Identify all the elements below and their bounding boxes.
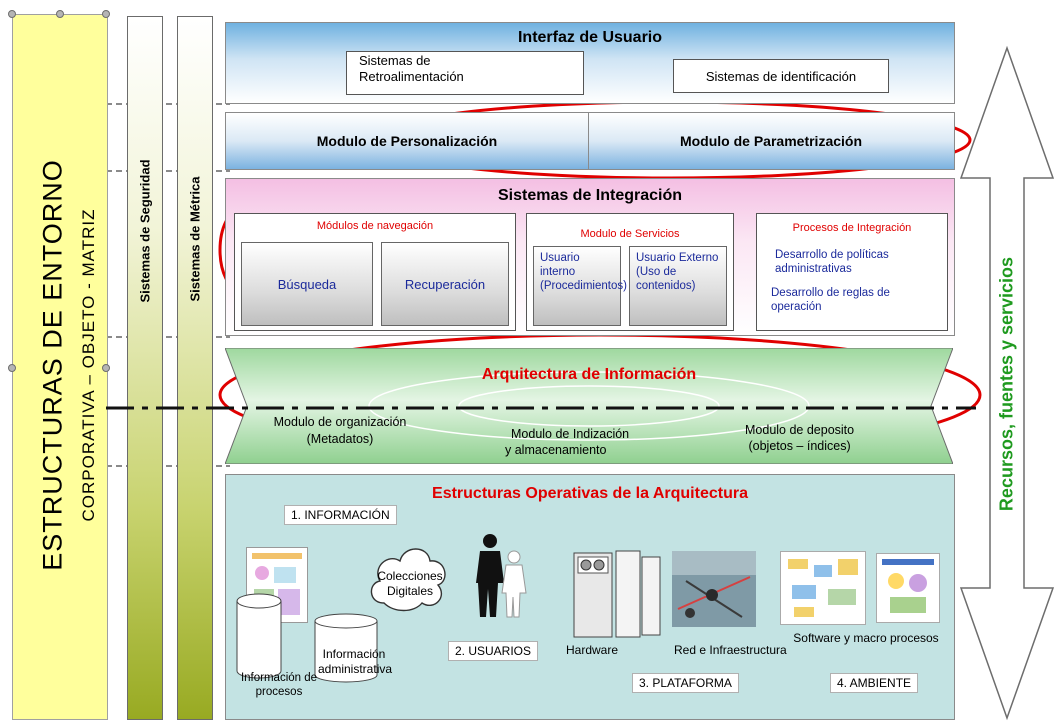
resize-handle-top-middle[interactable] [56,10,64,18]
indizacion-line1: Modulo de Indización [511,427,630,441]
navegacion-box: Módulos de navegación Búsqueda Recuperac… [234,213,516,331]
usuario-externo-module: Usuario Externo (Uso de contenidos) [629,246,727,326]
identificacion-label: Sistemas de identificación [705,68,857,84]
arquitectura-panel [225,348,953,464]
deposito-module: Modulo de deposito (objetos – índices) [745,422,854,454]
indizacion-line2: y almacenamiento [505,443,607,457]
cloud-icon [370,548,446,612]
resize-handle-middle-right[interactable] [102,364,110,372]
navegacion-title: Módulos de navegación [316,220,434,232]
procesos-title: Procesos de Integración [792,222,912,234]
seguridad-label: Sistemas de Seguridad [137,159,153,303]
interfaz-panel: Interfaz de Usuario Sistemas de Retroali… [225,22,955,104]
parametrizacion-module: Modulo de Parametrización [588,113,954,169]
recuperacion-module: Recuperación [381,242,509,326]
politicas-label: Desarrollo de políticas administrativas [775,249,889,275]
colecciones-label: Colecciones Digitales [377,569,443,598]
identificacion-box: Sistemas de identificación [673,59,889,93]
network-infrastructure-icon [672,551,756,627]
database-cylinder-icon [314,613,378,683]
resize-handle-middle-left[interactable] [8,364,16,372]
retroalimentacion-line2: Retroalimentación [359,69,464,84]
integracion-panel: Sistemas de Integración Módulos de naveg… [225,178,955,336]
servicios-title: Modulo de Servicios [580,228,680,240]
software-label: Software y macro procesos [793,631,939,645]
usuario-externo-label: Usuario Externo (Uso de contenidos) [636,252,719,292]
entorno-subtitle: CORPORATIVA – OBJETO - MATRIZ [79,208,98,522]
usuario-interno-module: Usuario interno (Procedimientos) [533,246,627,326]
double-arrow-icon [959,45,1055,721]
entorno-title: ESTRUCTURAS DE ENTORNO [37,159,68,571]
usuario-interno-label: Usuario interno (Procedimientos) [540,252,627,292]
retroalimentacion-box: Sistemas de Retroalimentación [346,51,584,95]
operativas-panel: Estructuras Operativas de la Arquitectur… [225,474,955,720]
integracion-title: Sistemas de Integración [497,187,683,204]
red-label: Red e Infraestructura [674,643,787,657]
busqueda-module: Búsqueda [241,242,373,326]
interfaz-title: Interfaz de Usuario [517,29,663,46]
hardware-server-icon [573,550,661,638]
metrica-bar: Sistemas de Métrica [177,16,213,720]
usuarios-chip: 2. USUARIOS [448,641,539,661]
resize-handle-top-right[interactable] [102,10,110,18]
parametrizacion-label: Modulo de Parametrización [679,133,863,149]
recursos-label: Recursos, fuentes y servicios [996,256,1017,512]
process-diagram-icon [876,553,940,623]
ambiente-chip: 4. AMBIENTE [830,673,919,693]
resize-handle-top-left[interactable] [8,10,16,18]
operativas-title: Estructuras Operativas de la Arquitectur… [432,485,748,502]
deposito-line1: Modulo de deposito [745,423,855,437]
retroalimentacion-line1: Sistemas de [359,53,431,68]
seguridad-bar: Sistemas de Seguridad [127,16,163,720]
info-admin-label: Información administrativa [318,647,393,676]
info-procesos-label: Información de procesos [240,672,318,698]
modulos-row: Modulo de Personalización Modulo de Para… [225,112,955,170]
software-diagram-icon [780,551,866,625]
reglas-label: Desarrollo de reglas de operación [771,287,890,313]
deposito-line2: (objetos – índices) [748,439,851,453]
personalizacion-module: Modulo de Personalización [226,113,589,169]
recuperacion-label: Recuperación [404,276,486,292]
arquitectura-title: Arquitectura de Información [481,366,697,383]
users-figure-icon [476,534,527,618]
indizacion-module: Modulo de Indización y almacenamiento [505,426,629,458]
entorno-column: ESTRUCTURAS DE ENTORNO CORPORATIVA – OBJ… [12,14,108,720]
arquitectura-centerline [106,406,976,410]
metrica-label: Sistemas de Métrica [187,176,203,302]
organizacion-label: Modulo de organización (Metadatos) [273,415,407,446]
servicios-box: Modulo de Servicios Usuario interno (Pro… [526,213,734,331]
hardware-label: Hardware [566,643,619,657]
informacion-chip: 1. INFORMACIÓN [284,505,397,525]
procesos-box: Procesos de Integración Desarrollo de po… [756,213,948,331]
busqueda-label: Búsqueda [277,276,337,292]
database-cylinder-icon [236,593,282,679]
plataforma-chip: 3. PLATAFORMA [632,673,739,693]
personalizacion-label: Modulo de Personalización [316,133,498,149]
